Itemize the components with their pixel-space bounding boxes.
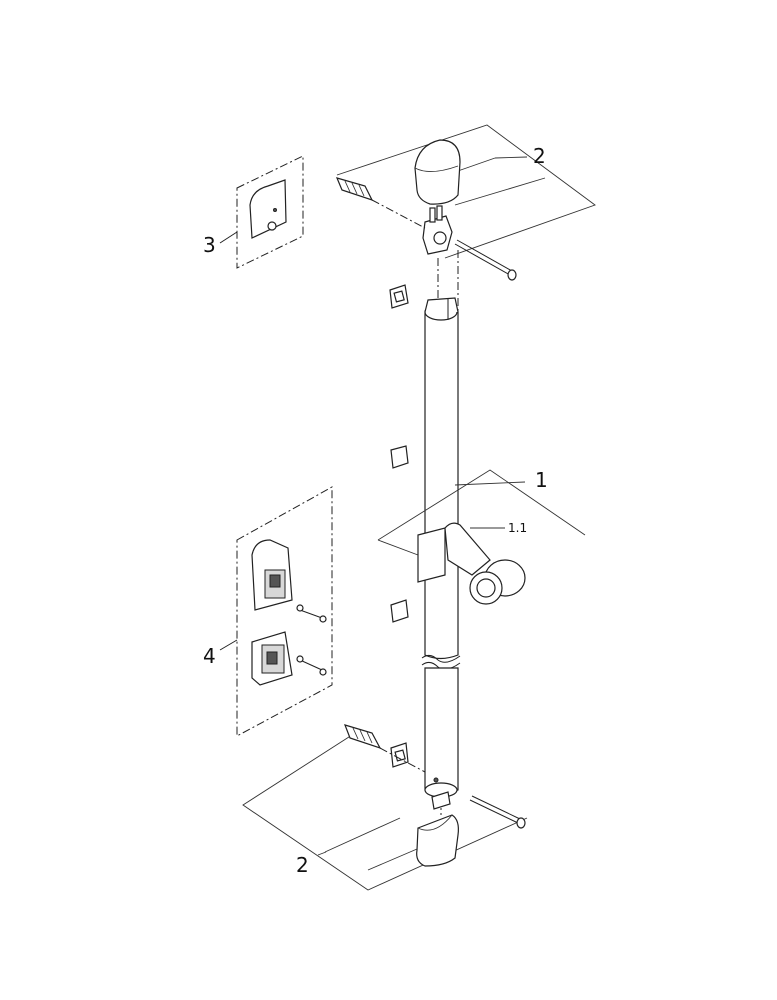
holder-knob-inner	[476, 578, 496, 598]
top-frame-line-b	[454, 177, 546, 206]
bracket-lower-screw	[299, 659, 323, 671]
callout-leader-2-top	[494, 156, 528, 159]
screw-bottom-shaft-2	[471, 795, 521, 820]
spacer-pads	[389, 284, 409, 768]
plug-rib-1	[344, 180, 351, 193]
top-cap-edge	[414, 165, 459, 172]
callout-leader-4	[219, 639, 238, 651]
callout-2-top: 2	[533, 144, 546, 168]
slider-frame-left	[377, 539, 419, 556]
wall-cover-plate	[249, 179, 287, 239]
rail-break-top	[421, 654, 461, 663]
top-frame-line-a	[454, 157, 496, 173]
bottom-frame-line-a	[324, 817, 401, 853]
bracket-kit-panel	[219, 486, 333, 737]
slider-body	[417, 527, 446, 583]
bottom-cap-edge	[417, 814, 453, 831]
bracket-lower-washer	[296, 655, 304, 663]
callout-1: 1	[535, 468, 548, 492]
panel-4-frame	[236, 486, 333, 737]
bracket-lower-screw-head	[319, 668, 327, 676]
bottom-bracket-assembly	[242, 724, 528, 891]
plug-bottom-rib-2	[359, 729, 366, 742]
plug-bottom-rib-1	[352, 727, 359, 740]
wall-cover-panel	[219, 155, 304, 269]
top-cap	[414, 139, 461, 205]
bracket-lower-slot	[266, 651, 278, 665]
panel-3-frame	[236, 155, 304, 269]
bottom-cap	[416, 814, 459, 867]
callout-leader-1	[454, 481, 526, 486]
rail-top-insert	[424, 297, 459, 313]
bracket-upper-washer	[296, 604, 304, 612]
wall-cover-screw-dot	[273, 208, 277, 212]
bottom-frame-outline	[242, 734, 528, 891]
callout-1-1: 1.1	[508, 521, 527, 535]
callout-leader-3	[219, 231, 238, 244]
plug-axis-top	[371, 199, 426, 229]
slider-frame-outline	[377, 469, 586, 541]
rail-upper	[424, 311, 459, 660]
top-clamp-tab-right	[436, 205, 443, 221]
top-frame-outline	[336, 124, 596, 259]
bracket-upper-slot	[269, 574, 281, 588]
callout-leader-2-bottom	[317, 851, 327, 856]
bottom-clamp	[431, 791, 451, 810]
slider-assembly	[377, 469, 586, 605]
screw-bottom-shaft	[469, 799, 519, 824]
plug-rib-3	[358, 184, 365, 197]
screw-bottom-head	[516, 817, 526, 829]
callout-4: 4	[203, 644, 216, 668]
rail-bottom-hole	[433, 777, 439, 783]
screw-top-shaft-2	[456, 239, 513, 272]
spacer-pad-3	[390, 599, 409, 623]
wall-cover-hole	[267, 221, 277, 231]
top-clamp-tab-left	[429, 207, 436, 223]
callout-3: 3	[203, 233, 216, 257]
top-bracket-assembly	[335, 124, 596, 330]
bracket-upper-screw	[299, 609, 323, 619]
screw-top-shaft	[454, 243, 511, 276]
callout-2-bottom: 2	[296, 853, 309, 877]
top-clamp-hole	[433, 231, 447, 245]
plug-rib-2	[351, 182, 358, 195]
slider-arm	[444, 522, 491, 576]
rail-lower	[424, 667, 459, 795]
bracket-upper-screw-head	[319, 615, 327, 623]
spacer-pad-2	[390, 445, 409, 469]
spacer-pad-1-inner	[393, 290, 405, 303]
screw-top-head	[507, 269, 517, 281]
plug-bottom-rib-3	[366, 731, 373, 744]
